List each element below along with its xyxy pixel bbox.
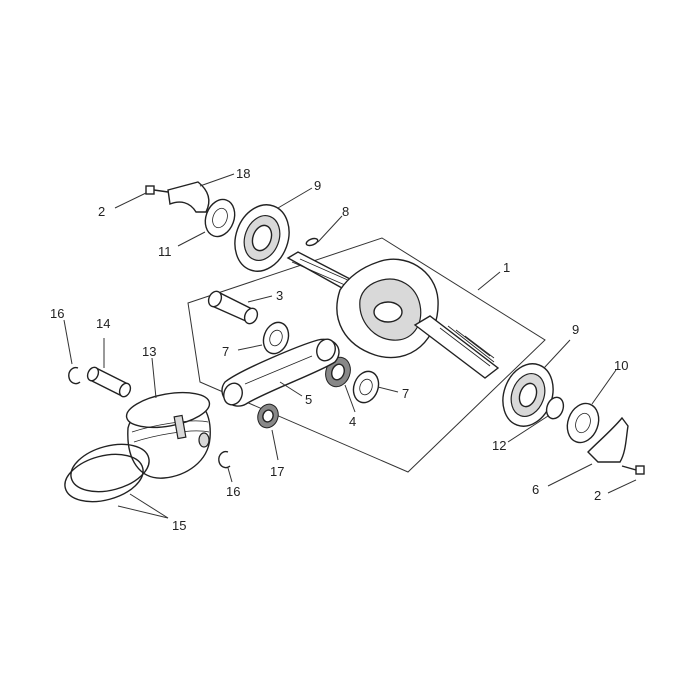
thrust-washer-right [352, 370, 380, 404]
callout-16-right: 16 [226, 484, 240, 499]
callout-15: 15 [172, 518, 186, 533]
crankshaft [286, 251, 500, 379]
oil-seal-right [566, 402, 600, 444]
callout-10: 10 [614, 358, 628, 373]
main-bearing-right [502, 363, 554, 427]
callout-7-right: 7 [402, 386, 409, 401]
piston [125, 391, 211, 479]
callout-2-right: 2 [594, 488, 601, 503]
woodruff-key [305, 237, 319, 247]
piston-pin [86, 366, 132, 398]
oil-seal-left [204, 198, 236, 238]
callout-6: 6 [532, 482, 539, 497]
callout-9-right: 9 [572, 322, 579, 337]
circlip-left [68, 366, 81, 385]
callout-16-left: 16 [50, 306, 64, 321]
callout-9-left: 9 [314, 178, 321, 193]
o-ring [545, 396, 565, 420]
circlip-right [218, 450, 231, 469]
thrust-washer-right-hole [359, 378, 373, 396]
retaining-plate-left [167, 181, 210, 213]
thrust-washer-left [262, 321, 290, 355]
retaining-plate-right [587, 416, 629, 463]
screw-left [145, 185, 169, 195]
callout-4: 4 [349, 414, 356, 429]
callout-5: 5 [305, 392, 312, 407]
thrust-washer-left-hole [269, 329, 283, 347]
callout-18: 18 [236, 166, 250, 181]
connecting-rod [221, 338, 340, 407]
leader-lines [63, 173, 637, 519]
callout-7-left: 7 [222, 344, 229, 359]
callout-13: 13 [142, 344, 156, 359]
callout-1: 1 [503, 260, 510, 275]
main-bearing-left [234, 204, 290, 272]
callout-14: 14 [96, 316, 110, 331]
callout-11: 11 [158, 244, 172, 259]
callout-3: 3 [276, 288, 283, 303]
callout-12: 12 [492, 438, 506, 453]
crankshaft-assembly-outline [187, 237, 546, 473]
piston-rings [64, 443, 150, 503]
screw-right [621, 465, 645, 475]
callout-2-left: 2 [98, 204, 105, 219]
small-end-needle-bearing [257, 403, 279, 429]
callout-8: 8 [342, 204, 349, 219]
callout-17: 17 [270, 464, 284, 479]
crank-pin [207, 290, 259, 325]
